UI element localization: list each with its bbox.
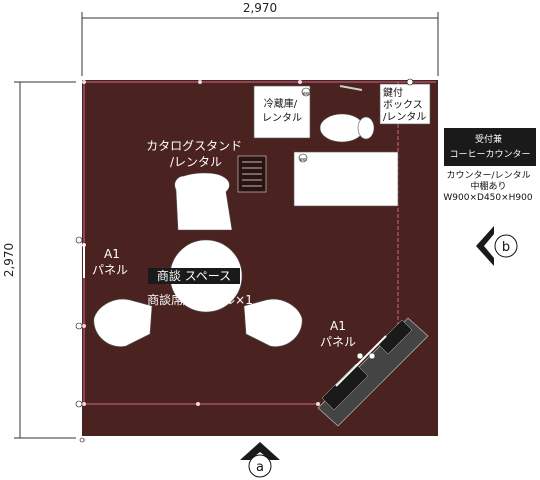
wall-panels: [83, 81, 436, 405]
fridge: [253, 85, 311, 139]
svg-text:b: b: [502, 240, 510, 255]
a1-panel-right: [317, 317, 429, 427]
fridge-outlet-icon: ee: [301, 87, 311, 97]
a1-panel-left-label: A1 パネル: [92, 247, 128, 277]
reception-badge-label: 受付兼 コーヒーカウンター: [449, 133, 530, 160]
meeting-space-badge: [148, 268, 240, 284]
reception-notes: カウンター/レンタル 中棚あり W900×D450×H900: [443, 170, 533, 203]
top-dimension: [81, 12, 439, 76]
svg-text:a: a: [256, 460, 264, 475]
meeting-chair-right: [243, 298, 303, 347]
outlet-icons: [75, 236, 85, 443]
reception-badge: [444, 128, 536, 166]
locker-box: [379, 83, 431, 125]
catalog-stand: [237, 155, 267, 193]
locker-label: 鍵付 ボックス /レンタル: [383, 86, 426, 123]
top-dimension-label: 2,970: [243, 1, 277, 15]
meeting-chair-top: [174, 172, 233, 231]
meeting-chair-left: [93, 298, 153, 347]
fridge-label: 冷蔵庫/ レンタル: [262, 97, 302, 124]
reception-counter: [293, 151, 399, 207]
a1-panel-left: [83, 244, 85, 278]
left-dimension-label: 2,970: [2, 243, 16, 277]
view-marker-a: a: [240, 442, 280, 478]
counter-outlet-icon: ee: [298, 153, 308, 163]
meeting-space-label: 商談 スペース: [157, 268, 231, 283]
svg-text:ee: ee: [300, 157, 306, 163]
catalog-stand-label: カタログスタンド /レンタル: [146, 139, 246, 169]
left-dimension: [14, 81, 76, 439]
reception-stool: [319, 113, 375, 143]
meeting-set-label: 商談席/レンタル×1: [147, 292, 253, 307]
svg-text:ee: ee: [303, 91, 309, 97]
view-marker-b: b: [476, 226, 518, 266]
a1-panel-right-label: A1 パネル: [320, 319, 356, 349]
